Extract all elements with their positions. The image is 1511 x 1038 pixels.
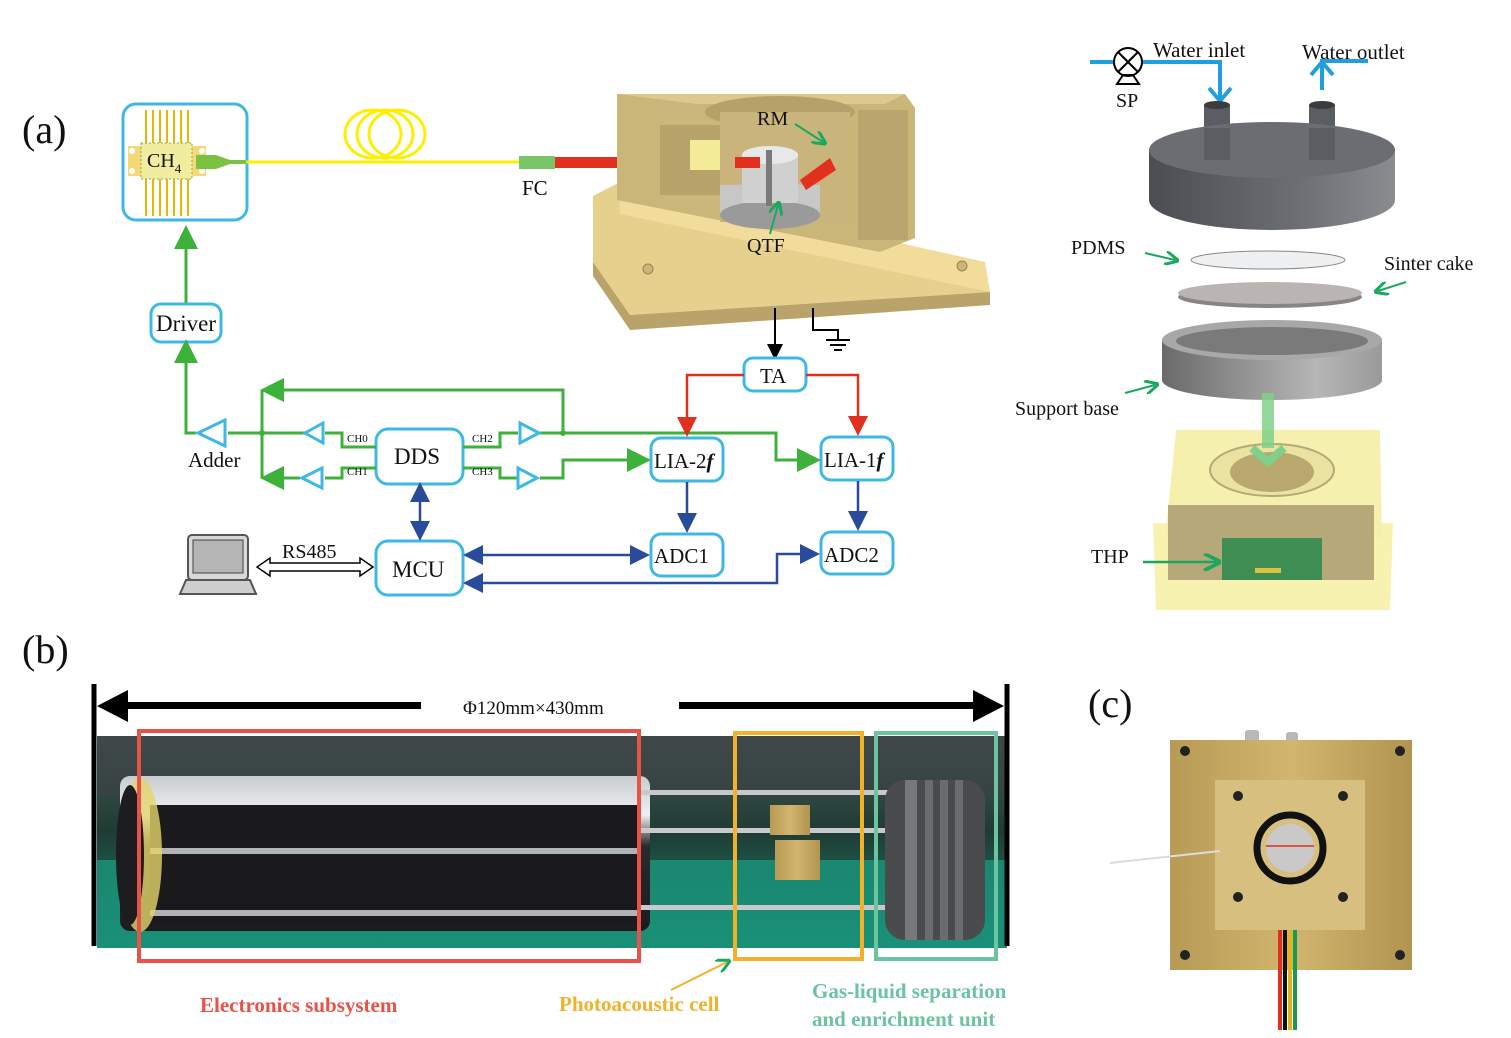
pdms-membrane — [1190, 250, 1346, 270]
svg-text:LIA-1f: LIA-1f — [824, 448, 885, 472]
separation-region-box — [874, 731, 998, 961]
lia-1f-box: LIA-1f — [819, 435, 895, 482]
amplifier-ch1-icon — [298, 465, 324, 491]
sinter-cake-label: Sinter cake — [1384, 253, 1474, 275]
panel-a-label: (a) — [22, 107, 66, 152]
amplifier-ch0-icon — [301, 420, 325, 446]
adder-amplifier-icon — [194, 417, 227, 449]
rs485-label: RS485 — [282, 541, 336, 563]
fiber-coil — [246, 108, 520, 164]
photoacoustic-pointer-arrow — [670, 962, 727, 991]
detector-base-render — [1153, 430, 1393, 610]
green-signal-lines — [174, 225, 821, 490]
rm-arrow — [794, 123, 823, 142]
amplifier-ch2-icon — [518, 420, 543, 446]
top-cap-render — [1149, 101, 1395, 230]
mcu-box: MCU — [374, 539, 465, 597]
laser-label: CH4 — [147, 150, 182, 176]
svg-text:MCU: MCU — [392, 557, 445, 582]
svg-text:TA: TA — [760, 364, 787, 388]
svg-text:LIA-2f: LIA-2f — [654, 449, 715, 473]
dimension-label: Φ120mm×430mm — [463, 698, 604, 719]
adc2-box: ADC2 — [819, 530, 895, 576]
pdms-label: PDMS — [1071, 237, 1125, 259]
prototype-photo — [97, 736, 1007, 948]
pump-icon — [1113, 47, 1143, 85]
rs485-double-arrow-icon — [255, 556, 375, 578]
ground-icon — [812, 308, 850, 351]
pdms-arrow — [1144, 253, 1175, 260]
ch2-label: CH2 — [472, 433, 493, 445]
photoacoustic-caption: Photoacoustic cell — [559, 992, 720, 1016]
support-base-arrow — [1124, 385, 1155, 393]
ta-box: TA — [742, 356, 808, 393]
svg-text:Driver: Driver — [156, 311, 216, 336]
junction-dot — [560, 430, 566, 436]
fc-label: FC — [522, 176, 548, 200]
rm-label: RM — [757, 108, 788, 130]
svg-text:DDS: DDS — [394, 444, 440, 469]
separation-caption-line2: and enrichment unit — [812, 1007, 995, 1031]
sinter-cake-render — [1178, 282, 1362, 308]
qtf-arrow — [770, 205, 778, 235]
photoacoustic-region-box — [733, 731, 864, 961]
ch3-label: CH3 — [472, 466, 493, 478]
electronics-caption: Electronics subsystem — [200, 993, 398, 1017]
thp-label: THP — [1091, 546, 1129, 568]
dimension-indicator — [91, 684, 1010, 946]
water-outlet-label: Water outlet — [1302, 40, 1405, 64]
driver-box: Driver — [149, 302, 223, 344]
ch0-label: CH0 — [347, 433, 368, 445]
laser-module: CH4 — [121, 102, 249, 222]
photoacoustic-cell-render — [593, 94, 990, 330]
sinter-cake-arrow — [1378, 281, 1407, 291]
dds-box: DDS — [374, 427, 465, 486]
sp-label: SP — [1116, 90, 1138, 112]
adder-label: Adder — [188, 448, 240, 472]
support-base-label: Support base — [1015, 398, 1119, 420]
svg-text:ADC1: ADC1 — [654, 544, 709, 568]
fiber-connector — [519, 156, 555, 169]
panel-b-label: (b) — [22, 627, 69, 672]
svg-text:ADC2: ADC2 — [824, 543, 879, 567]
red-signal-lines — [677, 373, 868, 437]
lia-2f-box: LIA-2f — [649, 436, 725, 483]
ch1-label: CH1 — [347, 466, 368, 478]
amplifier-ch3-icon — [516, 465, 541, 491]
water-inlet-label: Water inlet — [1153, 38, 1245, 62]
blue-signal-lines — [410, 481, 868, 593]
junction-dot — [259, 430, 265, 436]
laptop-icon — [178, 534, 258, 595]
separation-caption-line1: Gas-liquid separation — [812, 979, 1007, 1003]
support-base-render — [1162, 320, 1382, 400]
green-insert-arrow — [1249, 393, 1287, 468]
qtf-label: QTF — [747, 235, 785, 257]
adc1-box: ADC1 — [649, 532, 725, 578]
electronics-region-box — [137, 729, 641, 963]
detector-photo — [1109, 730, 1412, 1030]
panel-c-label: (c) — [1088, 681, 1132, 726]
